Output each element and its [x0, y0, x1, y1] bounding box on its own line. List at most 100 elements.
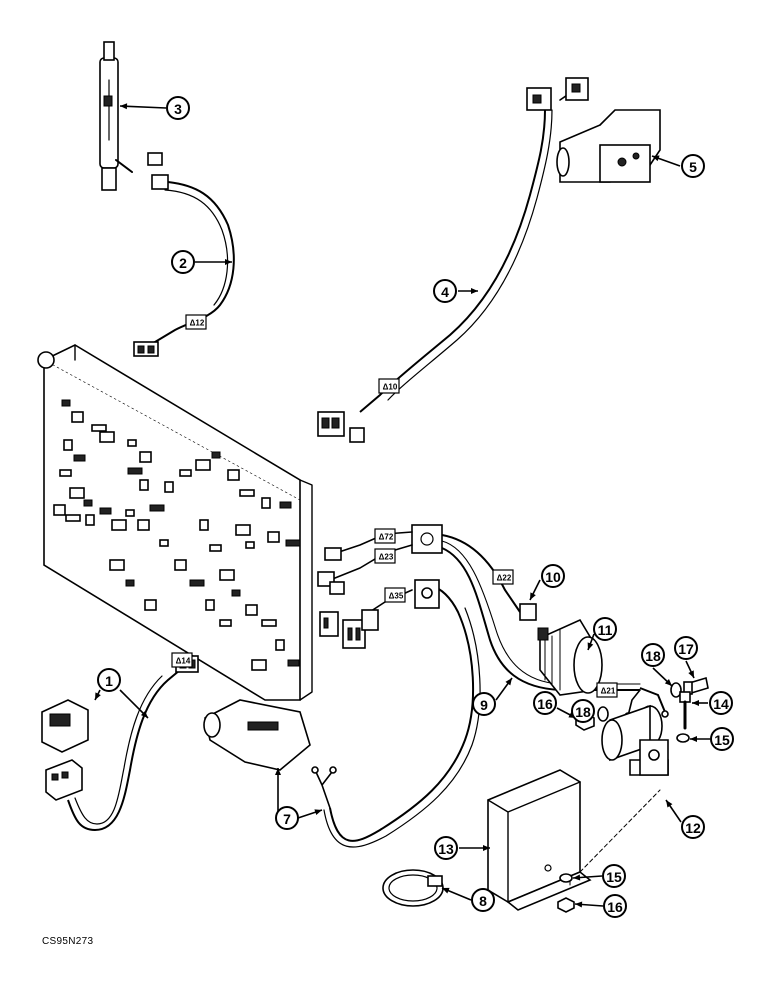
- wire-tag: Δ14: [171, 652, 193, 668]
- board-component: [164, 481, 174, 493]
- svg-text:7: 7: [283, 811, 291, 827]
- board-component: [109, 559, 125, 571]
- board-component: [159, 539, 169, 547]
- svg-text:1: 1: [105, 673, 113, 689]
- svg-text:12: 12: [685, 820, 701, 836]
- board-component: [285, 539, 301, 547]
- part-2-harness: [133, 152, 235, 357]
- board-component: [231, 589, 241, 597]
- svg-text:4: 4: [441, 284, 449, 300]
- board-component: [195, 459, 211, 471]
- part-13-cover: [487, 769, 661, 911]
- board-component: [125, 579, 135, 587]
- svg-text:11: 11: [598, 622, 613, 638]
- board-component: [59, 469, 72, 477]
- board-component: [251, 659, 267, 671]
- wire-tag: Δ23: [374, 548, 396, 564]
- board-component: [179, 469, 192, 477]
- svg-text:14: 14: [713, 696, 729, 712]
- board-component: [65, 514, 81, 522]
- board-component: [189, 579, 205, 587]
- board-component: [275, 639, 285, 651]
- board-component: [235, 524, 251, 536]
- callout-18: 18: [571, 699, 595, 723]
- callout-14: 14: [692, 691, 733, 715]
- part-12-bracket-relay: [601, 704, 669, 776]
- callout-11: 11: [587, 617, 617, 651]
- wire-tag: Δ21: [596, 682, 618, 698]
- svg-text:10: 10: [545, 569, 561, 585]
- board-component: [219, 619, 232, 627]
- board-component: [227, 469, 240, 481]
- board-component: [63, 439, 73, 451]
- part-11-sender: [537, 618, 603, 696]
- svg-text:Δ10: Δ10: [383, 383, 398, 392]
- svg-text:2: 2: [179, 255, 187, 271]
- board-component: [205, 599, 215, 611]
- svg-text:18: 18: [575, 704, 591, 720]
- board-component: [127, 467, 143, 475]
- svg-text:18: 18: [645, 648, 661, 664]
- board-component: [91, 424, 107, 432]
- svg-text:13: 13: [438, 841, 454, 857]
- svg-text:Δ21: Δ21: [601, 687, 616, 696]
- board-component: [61, 399, 71, 407]
- board-component: [85, 514, 95, 526]
- board-component: [245, 541, 255, 549]
- wire-tag: Δ12: [185, 314, 207, 330]
- board-component: [83, 499, 93, 507]
- callout-16: 16: [533, 691, 577, 719]
- svg-text:16: 16: [607, 899, 623, 915]
- svg-text:17: 17: [678, 641, 694, 657]
- figure-code: CS95N273: [42, 936, 94, 947]
- callout-13: 13: [434, 836, 490, 860]
- svg-text:8: 8: [479, 893, 487, 909]
- callout-3: 3: [119, 96, 190, 120]
- board-component: [219, 569, 235, 581]
- board-component: [137, 519, 150, 531]
- svg-text:Δ35: Δ35: [389, 592, 404, 601]
- board-component: [279, 501, 292, 509]
- board-component: [139, 451, 152, 463]
- board-component: [71, 411, 84, 423]
- callout-1: 1: [94, 668, 149, 719]
- callout-12: 12: [665, 799, 705, 839]
- callout-9: 9: [472, 677, 513, 716]
- part-3-sensor-rod: [99, 41, 133, 191]
- board-component: [99, 431, 115, 443]
- board-component: [125, 509, 135, 517]
- board-component: [127, 439, 137, 447]
- control-circuit-board: [37, 344, 313, 701]
- board-component: [69, 487, 85, 499]
- svg-text:Δ72: Δ72: [379, 533, 394, 542]
- svg-text:Δ23: Δ23: [379, 553, 394, 562]
- board-component: [73, 454, 86, 462]
- callout-10: 10: [529, 564, 565, 601]
- board-component: [287, 659, 300, 667]
- callout-7: 7: [275, 768, 323, 830]
- board-component: [99, 507, 112, 515]
- callout-15: 15: [572, 864, 626, 888]
- svg-text:16: 16: [537, 696, 553, 712]
- board-component: [209, 544, 222, 552]
- callout-2: 2: [171, 250, 232, 274]
- callout-18: 18: [641, 643, 673, 687]
- callout-4: 4: [433, 279, 478, 303]
- board-component: [199, 519, 209, 531]
- svg-text:Δ14: Δ14: [176, 657, 191, 666]
- board-component: [149, 504, 165, 512]
- part-7-connector-harness: [203, 584, 481, 848]
- callout-5: 5: [651, 154, 705, 178]
- board-component: [53, 504, 66, 516]
- board-component: [239, 489, 255, 497]
- board-component: [111, 519, 127, 531]
- svg-text:5: 5: [689, 159, 697, 175]
- board-component: [261, 619, 277, 627]
- part-4-harness: [317, 77, 589, 443]
- svg-text:Δ22: Δ22: [497, 574, 512, 583]
- board-component: [139, 479, 149, 491]
- wire-tag: Δ10: [378, 378, 400, 394]
- svg-text:15: 15: [606, 869, 622, 885]
- svg-text:15: 15: [714, 732, 730, 748]
